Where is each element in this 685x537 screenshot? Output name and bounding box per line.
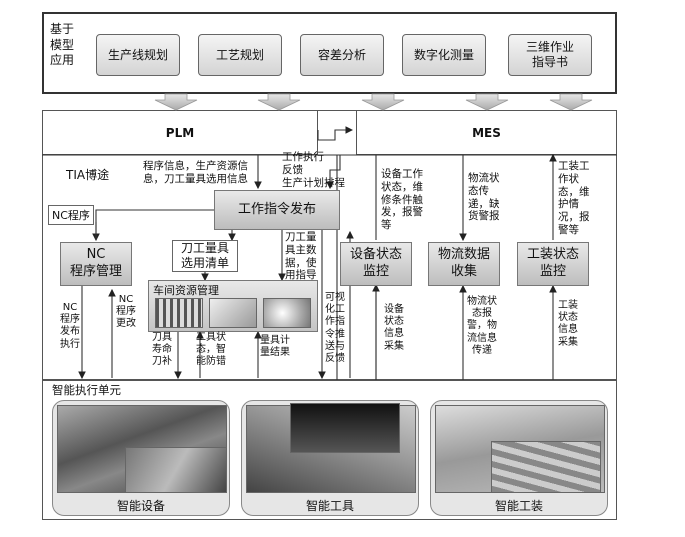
gauge-result-label: 量具计 量结果	[260, 335, 290, 359]
nc-change-label: NC 程序 更改	[116, 294, 136, 330]
smart-tools-photo-inset	[290, 403, 400, 453]
visual-command-label: 可视 化工 作指 令推 送与 反馈	[325, 292, 345, 364]
smart-fixtures-photo-inset	[491, 441, 601, 493]
nc-exec-label: NC 程序 发布 执行	[60, 302, 80, 350]
workshop-resource-mgmt-label: 车间资源管理	[153, 284, 219, 297]
fixture-status-monitor[interactable]: 工装状态 监控	[517, 242, 589, 286]
module-3d-work-guide[interactable]: 三维作业 指导书	[508, 34, 592, 76]
smart-fixtures-label: 智能工装	[494, 499, 543, 513]
equipment-status-monitor[interactable]: 设备状态 监控	[340, 242, 412, 286]
work-command-release[interactable]: 工作指令发布	[214, 190, 340, 230]
tool-master-data-label: 刀工量 具主数 据，使 用指导	[285, 231, 317, 282]
model-application-panel	[42, 12, 617, 94]
tool-state-label: 工具状 态，智 能防错	[196, 332, 226, 368]
mes-box[interactable]: MES	[356, 110, 617, 155]
fixture-status-label: 工装工 作状 态，维 护情 况，报 警等	[558, 160, 590, 236]
tool-photo-1	[155, 298, 203, 328]
module-line-planning[interactable]: 生产线规划	[96, 34, 180, 76]
work-command-release-label: 工作指令发布	[237, 201, 316, 217]
plm-label: PLM	[165, 125, 195, 140]
logistics-report-label: 物流状 态报 警，物 流信息 传递	[467, 296, 497, 356]
tool-life-label: 刀具 寿命 刀补	[152, 332, 172, 368]
module-process-planning[interactable]: 工艺规划	[198, 34, 282, 76]
logistics-status-label: 物流状 态传 递，缺 货警报	[468, 172, 500, 223]
nc-program-management[interactable]: NC 程序管理	[60, 242, 132, 286]
smart-equipment-unit[interactable]: 智能设备	[52, 400, 230, 516]
smart-equipment-label: 智能设备	[116, 499, 165, 513]
tool-selection-list-label: 刀工量具 选用清单	[180, 241, 229, 270]
smart-tools-unit[interactable]: 智能工具	[241, 400, 419, 516]
logistics-data-collection[interactable]: 物流数据 收集	[428, 242, 500, 286]
nc-program-tag: NC程序	[48, 205, 94, 225]
top-down-arrows	[154, 93, 593, 111]
equipment-fault-label: 设备工作 状态，维 修条件触 发，报警 等	[381, 168, 423, 232]
model-application-label: 基于 模型 应用	[50, 22, 75, 68]
tool-photo-3	[263, 298, 311, 328]
smart-fixtures-unit[interactable]: 智能工装	[430, 400, 608, 516]
tia-label: TIA博途	[66, 168, 110, 182]
fixture-collect-label: 工装 状态 信息 采集	[558, 300, 578, 348]
equipment-collect-label: 设备 状态 信息 采集	[384, 304, 404, 352]
plm-box[interactable]: PLM	[42, 110, 318, 155]
equipment-status-monitor-label: 设备状态 监控	[349, 247, 402, 279]
nc-program-management-label: NC 程序管理	[69, 247, 122, 279]
smart-equipment-photo-inset	[125, 447, 227, 493]
nc-program-tag-label: NC程序	[52, 209, 90, 222]
smart-execution-title: 智能执行单元	[52, 383, 121, 397]
workshop-resource-mgmt[interactable]: 车间资源管理	[148, 280, 318, 332]
smart-tools-label: 智能工具	[305, 499, 354, 513]
tool-selection-list[interactable]: 刀工量具 选用清单	[172, 240, 238, 272]
program-info-label: 程序信息，生产资源信 息，刀工量具选用信息	[143, 160, 248, 185]
feedback-label: 工作执行 反馈 生产计划排程	[282, 151, 345, 189]
mes-label: MES	[472, 125, 501, 140]
logistics-data-collection-label: 物流数据 收集	[437, 247, 490, 279]
module-tolerance-analysis[interactable]: 容差分析	[300, 34, 384, 76]
system-frame	[42, 110, 617, 380]
tool-photo-2	[209, 298, 257, 328]
module-digital-measurement[interactable]: 数字化测量	[402, 34, 486, 76]
fixture-status-monitor-label: 工装状态 监控	[526, 247, 579, 279]
smart-execution-frame	[42, 380, 617, 520]
